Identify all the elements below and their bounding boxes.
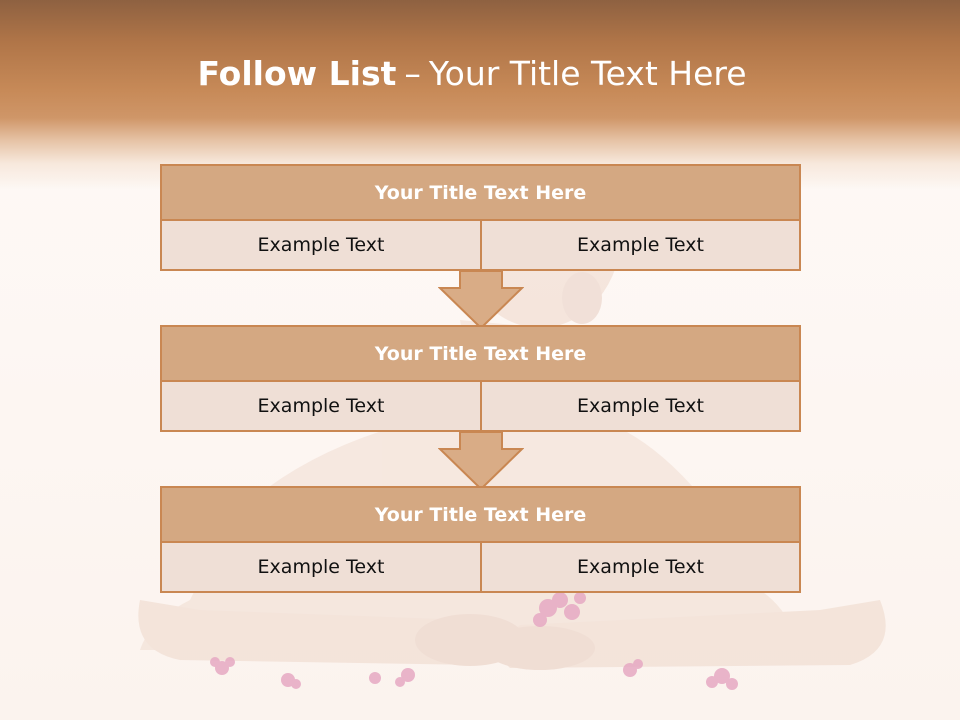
step-3-right-text: Example Text (480, 541, 801, 593)
step-3-left-text: Example Text (160, 541, 482, 593)
step-2-title: Your Title Text Here (160, 325, 801, 382)
slide-title-strong: Follow List (197, 54, 397, 93)
header-band (0, 0, 960, 190)
step-2-left-text: Example Text (160, 380, 482, 432)
step-2-right-text: Example Text (480, 380, 801, 432)
slide-title-rest: Your Title Text Here (428, 54, 747, 93)
slide-title: Follow List–Your Title Text Here (0, 54, 944, 93)
down-arrow-icon (438, 270, 524, 330)
step-3-title: Your Title Text Here (160, 486, 801, 543)
step-1-right-text: Example Text (480, 219, 801, 271)
step-1-title: Your Title Text Here (160, 164, 801, 221)
slide-title-separator: – (404, 54, 421, 93)
step-box-3: Your Title Text Here Example Text Exampl… (160, 486, 801, 593)
step-1-left-text: Example Text (160, 219, 482, 271)
down-arrow-icon (438, 431, 524, 491)
step-box-2: Your Title Text Here Example Text Exampl… (160, 325, 801, 432)
step-box-1: Your Title Text Here Example Text Exampl… (160, 164, 801, 271)
